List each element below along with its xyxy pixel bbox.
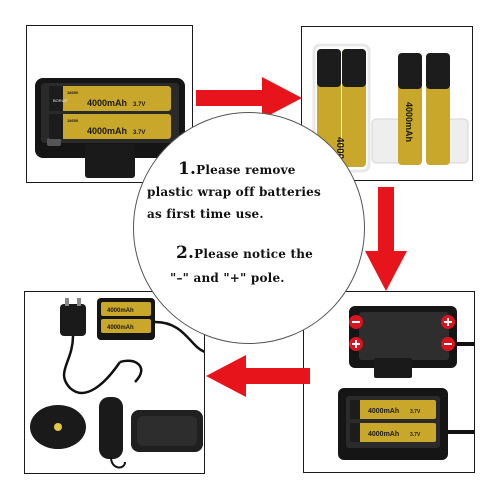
plus-icon [441,315,455,329]
poles-illustration: 4000mAh 3.7V 4000mAh 3.7V [338,306,474,460]
step1-line2: plastic wrap off batteries [147,185,321,199]
red-arrow-icon [365,187,407,291]
red-arrow-icon [206,355,310,397]
panel-charging-accessories: 4000mAh 4000mAh [24,291,205,474]
panel-battery-case: 18650 4000mAh 3.7V BORUIT 18650 4000mAh … [26,25,193,183]
accessories-illustration: 4000mAh 4000mAh [30,298,204,469]
step1-title: 1.Please remove [178,159,296,179]
svg-text:18650: 18650 [67,118,79,123]
instructions-circle: 1.Please remove plastic wrap off batteri… [133,112,365,344]
minus-icon [441,337,455,351]
svg-text:4000mAh: 4000mAh [368,408,399,415]
svg-text:3.7V: 3.7V [410,409,421,415]
svg-text:4000mAh: 4000mAh [107,325,134,331]
svg-text:3.7V: 3.7V [133,102,145,108]
battery-1: 18650 4000mAh 3.7V BORUIT [49,86,171,111]
panel-batteries-unwrapped: 4000mAh 4000mAh [301,26,473,181]
minus-icon [349,315,363,329]
svg-text:3.7V: 3.7V [410,432,421,438]
battery-case-illustration: 18650 4000mAh 3.7V BORUIT 18650 4000mAh … [35,78,185,178]
svg-text:4000mAh: 4000mAh [87,98,127,108]
battery-2: 18650 4000mAh 3.7V [49,114,171,139]
svg-text:4000mAh: 4000mAh [404,102,414,142]
red-arrow-icon [196,77,302,119]
batteries-illustration: 4000mAh 4000mAh [312,43,469,180]
svg-text:4000mAh: 4000mAh [368,431,399,438]
svg-text:18650: 18650 [67,90,79,95]
step1-line3: as first time use. [147,207,264,221]
svg-text:BORUIT: BORUIT [53,98,69,103]
unwrapped-batteries: 4000mAh [398,53,450,165]
svg-text:3.7V: 3.7V [133,130,145,136]
plus-icon [349,337,363,351]
step2-line2: "–" and "+" pole. [170,271,285,285]
panel-battery-poles: 4000mAh 3.7V 4000mAh 3.7V [303,291,475,473]
svg-text:4000mAh: 4000mAh [87,126,127,136]
svg-text:4000mAh: 4000mAh [107,308,134,314]
step2-title: 2.Please notice the [176,243,313,263]
